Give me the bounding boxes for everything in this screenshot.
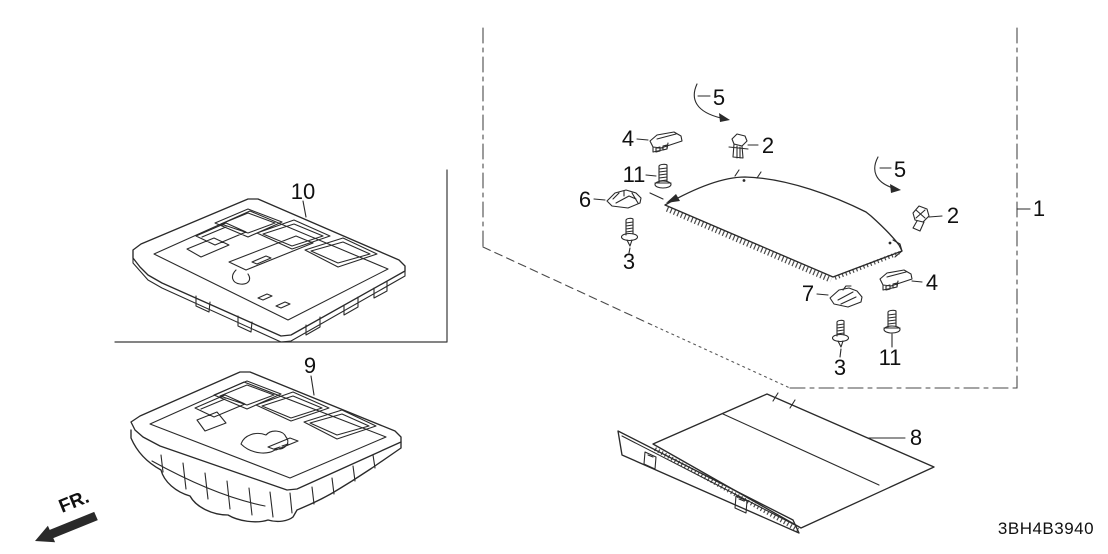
assembly-1-boundary: 1 — [482, 27, 1045, 389]
screw-3-left-tip — [626, 239, 633, 247]
rear-shelf-panel — [649, 169, 903, 283]
clip-2-left-group: 2 — [728, 133, 774, 159]
arrow-5-left-arc — [693, 83, 722, 119]
clip-7-group: 7 — [802, 281, 863, 308]
clip-2-right-group: 2 — [912, 203, 959, 232]
screw-3-right-head — [831, 333, 850, 343]
callout-4-right: 4 — [926, 270, 938, 295]
callout-11-left-leader — [645, 174, 657, 177]
arrow-5-left-head — [719, 113, 730, 122]
cover-8-edge-ticks — [772, 392, 796, 409]
tray-10-outer-rim — [132, 198, 406, 337]
cover-8-flap-crease — [621, 435, 796, 526]
shelf-mount-pointer-line — [649, 192, 664, 200]
clip-6-group: 6 — [579, 187, 642, 212]
callout-5-left: 5 — [713, 85, 725, 110]
callout-6-leader — [593, 198, 606, 201]
cover-8-fold-line — [722, 413, 880, 486]
callout-1: 1 — [1033, 196, 1045, 221]
callout-9-leader — [310, 375, 315, 396]
tray-10-tool-details — [231, 255, 291, 309]
tray-10-compartments — [186, 208, 378, 271]
callout-7: 7 — [802, 281, 814, 306]
callout-11-right: 11 — [879, 345, 902, 370]
callout-6: 6 — [579, 187, 591, 212]
callout-3-right-leader — [839, 348, 842, 358]
cover-8-front-flap — [617, 430, 800, 534]
screw-11-right-head — [883, 325, 901, 334]
shelf-hole-left — [742, 179, 746, 182]
callout-2-right: 2 — [947, 203, 959, 228]
fr-direction-indicator: FR. — [35, 487, 98, 543]
screw-3-left-body — [625, 217, 634, 236]
clip-4-left-group: 4 — [622, 126, 683, 153]
callout-10-leader — [302, 200, 307, 218]
clip-4-left-body — [649, 131, 683, 153]
screw-11-left-group: 11 — [623, 162, 672, 189]
screw-3-right-tip — [837, 340, 844, 348]
clip-7-body — [829, 285, 863, 308]
callout-11-left: 11 — [623, 162, 646, 187]
screw-11-right-body — [883, 309, 901, 329]
fr-arrow-icon — [35, 511, 98, 543]
cover-8-flap-latch-2 — [734, 495, 748, 514]
cover-8-hinge-hatch — [654, 447, 799, 532]
callout-4-right-leader — [911, 280, 923, 283]
callout-2-left: 2 — [762, 133, 774, 158]
tray-9-wall-ridges — [151, 454, 376, 518]
cargo-cover-8-group: 8 — [617, 392, 935, 534]
fastener-5-left-group: 5 — [693, 83, 730, 122]
callout-8: 8 — [910, 425, 922, 450]
clip-2-left-body — [728, 133, 749, 159]
arrow-5-right-arc — [874, 156, 894, 189]
shelf-outline — [664, 176, 903, 278]
shelf-front-edge-hatch — [665, 206, 833, 283]
tray-9-inner-rim — [149, 381, 387, 479]
clip-6-body — [606, 189, 642, 209]
boundary-diagonal-dotted — [649, 323, 791, 389]
callout-3-right: 3 — [834, 355, 846, 380]
screw-3-left-group: 3 — [620, 217, 639, 274]
arrow-5-right-head — [890, 184, 901, 193]
fr-label: FR. — [56, 487, 92, 518]
shelf-right-edge-hatch — [834, 251, 900, 280]
shelf-edge-ticks — [734, 169, 762, 179]
clip-4-right-body — [879, 269, 913, 291]
callout-3-left: 3 — [623, 249, 635, 274]
shelf-mount-arrowhead — [666, 194, 680, 203]
cover-8-main-panel — [652, 393, 935, 529]
callout-9: 9 — [304, 353, 316, 378]
upper-tray-10: 10 — [132, 179, 406, 343]
tray-9-tool-details — [240, 430, 299, 454]
tray-10-inner-rim — [153, 210, 389, 321]
screw-3-right-group: 3 — [831, 319, 850, 380]
tray-9-deep-wall — [130, 429, 402, 523]
shelf-hole-right — [888, 241, 892, 245]
callout-2-right-leader — [928, 215, 943, 218]
callout-3-left-leader — [628, 247, 631, 254]
shelf-corner-notch — [892, 239, 903, 258]
callout-10: 10 — [291, 179, 315, 204]
callout-4-left-leader — [636, 138, 649, 141]
part-10-corner-bracket — [114, 169, 448, 343]
screw-11-left-head — [654, 180, 672, 189]
clip-4-right-group: 4 — [879, 269, 938, 295]
screw-11-right-group: 11 — [879, 309, 902, 370]
screw-11-left-body — [654, 163, 672, 184]
screw-3-right-body — [836, 319, 845, 337]
diagram-code: 3BH4B3940 — [998, 519, 1094, 538]
fastener-5-right-group: 5 — [874, 156, 906, 193]
boundary-diagonal-line — [482, 246, 651, 325]
callout-7-leader — [816, 293, 829, 296]
callout-5-right: 5 — [894, 157, 906, 182]
screw-3-left-head — [620, 232, 639, 242]
tray-9-compartments — [194, 380, 377, 440]
lower-tray-9: 9 — [130, 353, 402, 523]
cover-8-flap-latch-1 — [643, 451, 657, 470]
clip-2-right-body — [912, 205, 930, 232]
tray-10-wall-and-feet — [132, 257, 406, 343]
callout-4-left: 4 — [622, 126, 634, 151]
